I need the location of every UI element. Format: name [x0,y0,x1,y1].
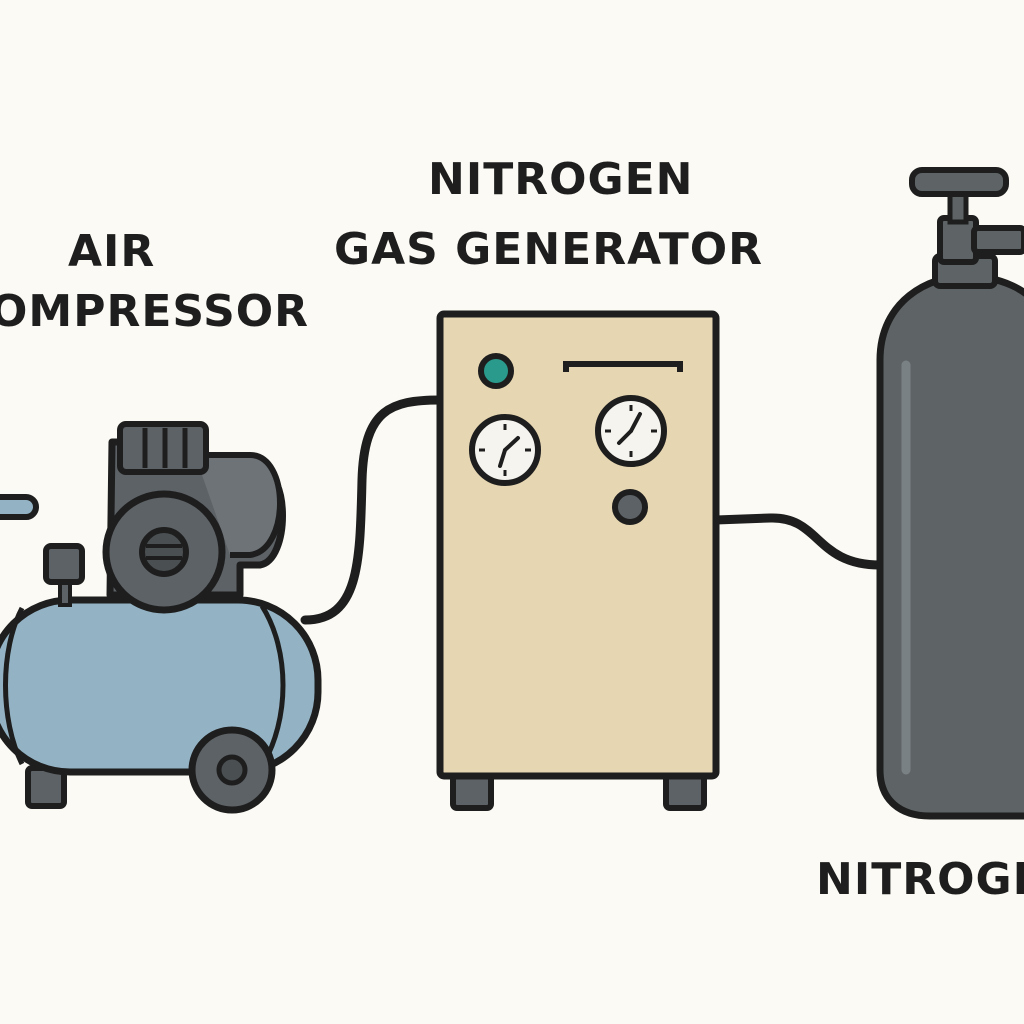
display-slot [563,361,683,372]
gas-cylinder-icon [876,167,1024,820]
valve-handle [909,167,1009,197]
control-knob [612,489,648,525]
generator-cabinet [436,310,720,780]
generator-label-line1: NITROGEN [428,154,694,205]
generator-label-line2: GAS GENERATOR [334,224,764,275]
pressure-gauge-icon [595,395,667,467]
cylinder-label: NITROGE [816,854,1024,905]
valve-outlet [971,225,1024,255]
hose-generator-to-cylinder [711,513,885,570]
nitrogen-generator-icon [436,310,720,811]
outlet-pipe [0,494,39,520]
status-indicator [478,353,514,389]
air-compressor-label-line1: AIR [68,226,156,277]
air-compressor-label-line2: OMPRESSOR [0,286,310,337]
hose-compressor-to-generator [300,395,445,625]
cylinder-valve [937,215,979,265]
air-compressor-icon [0,421,322,814]
pressure-gauge-icon [469,414,541,486]
tank-valve [43,543,85,585]
cylinder-body [876,272,1024,820]
